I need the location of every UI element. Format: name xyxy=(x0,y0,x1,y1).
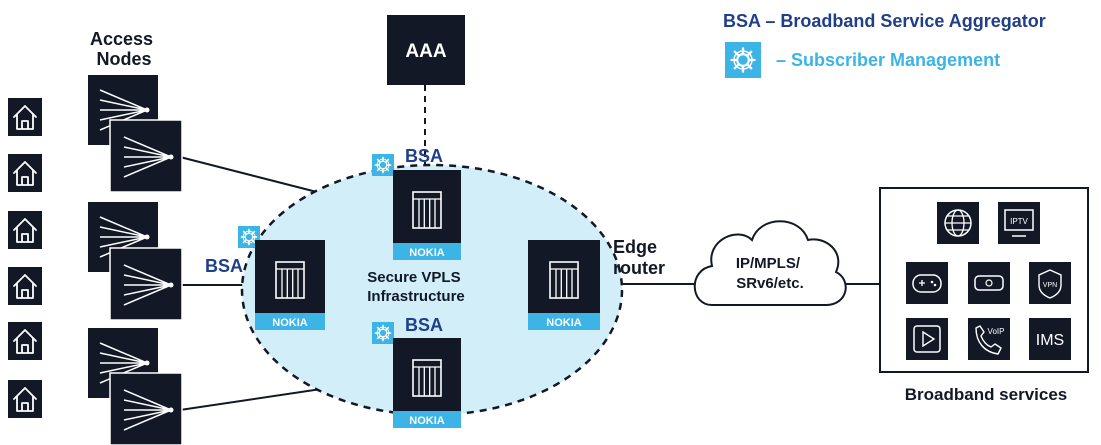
access-node xyxy=(109,372,183,445)
bsa-left-router: NOKIA xyxy=(255,240,325,330)
home-icon xyxy=(7,379,43,419)
edge-router: NOKIA xyxy=(528,240,600,330)
access-node xyxy=(109,119,183,193)
svg-text:IMS: IMS xyxy=(1036,332,1064,349)
vr-headset-icon xyxy=(968,262,1010,304)
vpn-icon: VPN xyxy=(1029,262,1071,304)
home-icon xyxy=(7,153,43,193)
bsa-bottom-label: BSA xyxy=(405,315,443,335)
edge-router-label: Edge router xyxy=(613,237,665,278)
globe-icon xyxy=(937,202,979,244)
bsa-top-label: BSA xyxy=(405,146,443,166)
svg-text:NOKIA: NOKIA xyxy=(546,317,582,329)
home-icon xyxy=(7,321,43,361)
home-icon xyxy=(7,210,43,250)
cloud-label: IP/MPLS/ SRv6/etc. xyxy=(736,255,804,292)
svg-text:VPN: VPN xyxy=(1043,282,1057,289)
svg-text:NOKIA: NOKIA xyxy=(272,317,308,329)
ip-mpls-cloud xyxy=(693,220,847,306)
access-nodes-label: Access Nodes xyxy=(90,29,158,69)
svg-text:NOKIA: NOKIA xyxy=(409,415,445,427)
legend-bsa-definition: BSA – Broadband Service Aggregator xyxy=(723,11,1046,31)
broadband-services-label: Broadband services xyxy=(905,385,1068,404)
home-icon xyxy=(7,97,43,137)
play-icon xyxy=(906,318,948,360)
vpls-label: Secure VPLS Infrastructure xyxy=(367,269,465,305)
svg-text:VoIP: VoIP xyxy=(988,327,1005,336)
ims-icon: IMS xyxy=(1029,318,1071,360)
home-icon xyxy=(7,266,43,306)
legend-subscriber-management: – Subscriber Management xyxy=(776,50,1000,70)
bsa-top-router: NOKIA xyxy=(393,170,461,260)
bsa-bottom-router: NOKIA xyxy=(393,338,461,428)
svg-text:IPTV: IPTV xyxy=(1010,217,1028,226)
gamepad-icon xyxy=(906,262,948,304)
bsa-left-label: BSA xyxy=(205,256,243,276)
aaa-label: AAA xyxy=(405,41,446,62)
iptv-icon: IPTV xyxy=(998,202,1040,244)
voip-icon: VoIP xyxy=(968,318,1010,360)
access-node xyxy=(109,247,183,321)
aaa-server xyxy=(387,15,465,85)
svg-text:NOKIA: NOKIA xyxy=(409,247,445,259)
